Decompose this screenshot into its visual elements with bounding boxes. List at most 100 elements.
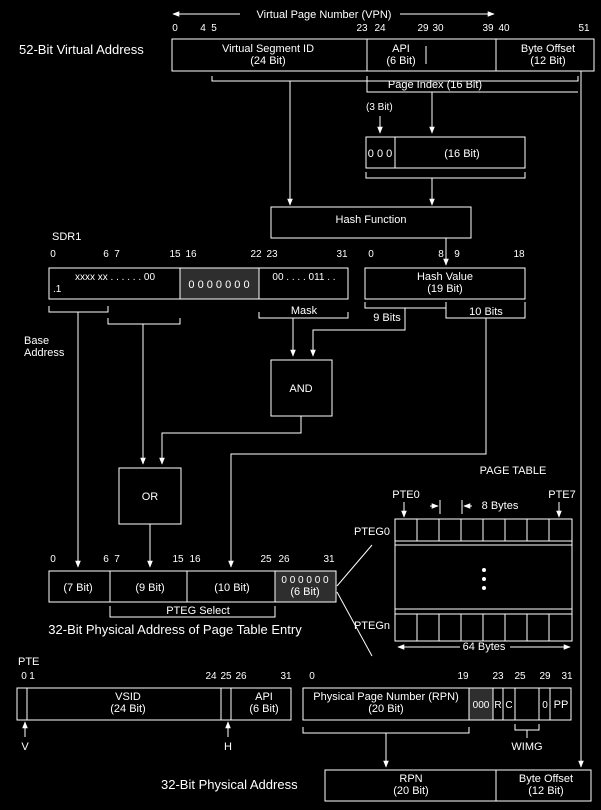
sixty-four-bytes-label: 64 Bytes <box>463 641 506 653</box>
eight-bytes-label: 8 Bytes <box>482 500 519 512</box>
pte1-bit-0: 0 <box>309 671 315 682</box>
and-to-or-arrow <box>159 416 302 465</box>
vsid-field-size: (24 Bit) <box>250 55 285 67</box>
hash-value-label: Hash Value <box>417 271 473 283</box>
hash-bit-9: 9 <box>454 249 460 260</box>
physical-address-register: 32-Bit Physical Address RPN (20 Bit) Byt… <box>161 769 592 802</box>
virtual-address-register: 52-Bit Virtual Address 0 4 5 23 24 29 30… <box>19 23 595 72</box>
extended-page-index: 0 0 0 (16 Bit) <box>365 136 526 169</box>
three-bit-label: (3 Bit) <box>366 102 393 113</box>
hash-value-register: 0 8 9 18 Hash Value (19 Bit) <box>364 249 526 300</box>
vpn-header: Virtual Page Number (VPN) <box>172 9 495 21</box>
sdr1-title: SDR1 <box>52 231 81 243</box>
pteg-bit-26: 26 <box>278 554 290 565</box>
pteg-select-label: PTEG Select <box>166 605 230 617</box>
pte-api-label: API <box>255 691 273 703</box>
pp-bit-label: PP <box>554 699 569 711</box>
v-label: V <box>21 741 29 753</box>
pteg-bit-25: 25 <box>260 554 272 565</box>
pte1-zeros: 000 <box>473 700 490 711</box>
byte-offset-field-label: Byte Offset <box>521 43 575 55</box>
sdr1-bit-22: 22 <box>250 249 262 260</box>
rpn-field-label: Physical Page Number (RPN) <box>313 691 459 703</box>
sdr1-field1-cont: .1 <box>53 284 62 295</box>
pte-bit-24: 24 <box>205 671 217 682</box>
h-label: H <box>224 741 232 753</box>
pte1-zero: 0 <box>542 700 548 711</box>
base-address-line2: Address <box>24 347 65 359</box>
ellipsis-dot <box>482 586 486 590</box>
pte-title: PTE <box>18 656 39 668</box>
pte-word0: PTE 0 1 24 25 26 31 VSID (24 Bit) API (6… <box>16 656 292 721</box>
nine-bits-to-and-arrow <box>310 308 406 357</box>
ellipsis-dot <box>482 568 486 572</box>
byte-offset-field-size: (12 Bit) <box>530 55 565 67</box>
pteg-field4-size: (6 Bit) <box>290 586 319 598</box>
pteg-zoom-line-top <box>336 544 373 587</box>
phys-rpn-label: RPN <box>399 773 422 785</box>
va-bit-30: 30 <box>432 23 444 34</box>
rpn-field-size: (20 Bit) <box>368 703 403 715</box>
pte1-bit-31: 31 <box>561 671 573 682</box>
pte-vsid-label: VSID <box>115 691 141 703</box>
r-bit-label: R <box>494 700 501 711</box>
sdr1-bit-23: 23 <box>266 249 278 260</box>
pte1-bit-29: 29 <box>539 671 551 682</box>
pteg-bit-7: 7 <box>114 554 120 565</box>
pteg-field2: (9 Bit) <box>135 582 164 594</box>
pte-bit-0: 0 <box>21 671 27 682</box>
mask-label: Mask <box>291 305 318 317</box>
pte-vsid-size: (24 Bit) <box>110 703 145 715</box>
sdr1-bit-16: 16 <box>185 249 197 260</box>
va-bit-5: 5 <box>211 23 217 34</box>
vsid-field-label: Virtual Segment ID <box>222 43 314 55</box>
pteg-bit-6: 6 <box>103 554 109 565</box>
va-bit-40: 40 <box>498 23 510 34</box>
ptegn-label: PTEGn <box>354 620 390 632</box>
sdr1-bit-0: 0 <box>50 249 56 260</box>
va-bit-23: 23 <box>356 23 368 34</box>
va-bit-51: 51 <box>578 23 590 34</box>
pteg-field1: (7 Bit) <box>63 582 92 594</box>
pteg-zoom-line-bottom <box>336 591 373 657</box>
ten-bits-to-pteg-arrow <box>228 318 487 568</box>
hash-function-box: Hash Function <box>270 206 472 239</box>
va-bit-29: 29 <box>417 23 429 34</box>
sdr1-bit-31: 31 <box>336 249 348 260</box>
pte1-bit-19: 19 <box>457 671 469 682</box>
physical-address-title: 32-Bit Physical Address <box>161 777 298 792</box>
hash-bit-8: 8 <box>438 249 444 260</box>
sdr1-field1: xxxx xx . . . . . . 00 <box>75 272 155 283</box>
c-bit-label: C <box>505 700 512 711</box>
base-address-line1: Base <box>24 335 49 347</box>
or-label: OR <box>142 491 159 503</box>
sdr1-field2: 0 0 0 0 0 0 0 <box>188 279 249 291</box>
vsid-bracket <box>211 76 579 82</box>
pteg0-label: PTEG0 <box>354 526 390 538</box>
pteg-address-title: 32-Bit Physical Address of Page Table En… <box>48 622 302 637</box>
pteg-bit-15: 15 <box>172 554 184 565</box>
pteg-bit-0: 0 <box>50 554 56 565</box>
pte-bit-25: 25 <box>220 671 232 682</box>
pteg-bit-16: 16 <box>189 554 201 565</box>
page-index-bracket <box>366 76 578 93</box>
phys-rpn-size: (20 Bit) <box>393 785 428 797</box>
phys-offset-size: (12 Bit) <box>528 785 563 797</box>
va-bit-0: 0 <box>172 23 178 34</box>
pteg-bit-31: 31 <box>323 554 335 565</box>
api-field-label: API <box>392 43 410 55</box>
ellipsis-dot <box>482 577 486 581</box>
sdr1-register: SDR1 0 6 7 15 16 22 23 31 xxxx xx . . . … <box>48 231 349 300</box>
pte-bit-1: 1 <box>29 671 35 682</box>
va-bit-24: 24 <box>374 23 386 34</box>
page-index-label: Page Index (16 Bit) <box>388 79 482 91</box>
extend-zeros: 0 0 0 <box>368 148 392 160</box>
hash-bit-18: 18 <box>513 249 525 260</box>
extend-field: (16 Bit) <box>444 148 479 160</box>
page-table: PAGE TABLE PTE0 PTE7 8 Bytes <box>354 465 576 653</box>
ten-bits-label: 10 Bits <box>469 306 503 318</box>
vpn-label: Virtual Page Number (VPN) <box>257 9 392 21</box>
wimg-label: WIMG <box>511 741 542 753</box>
pte-dividers <box>416 519 550 641</box>
and-label: AND <box>289 383 312 395</box>
